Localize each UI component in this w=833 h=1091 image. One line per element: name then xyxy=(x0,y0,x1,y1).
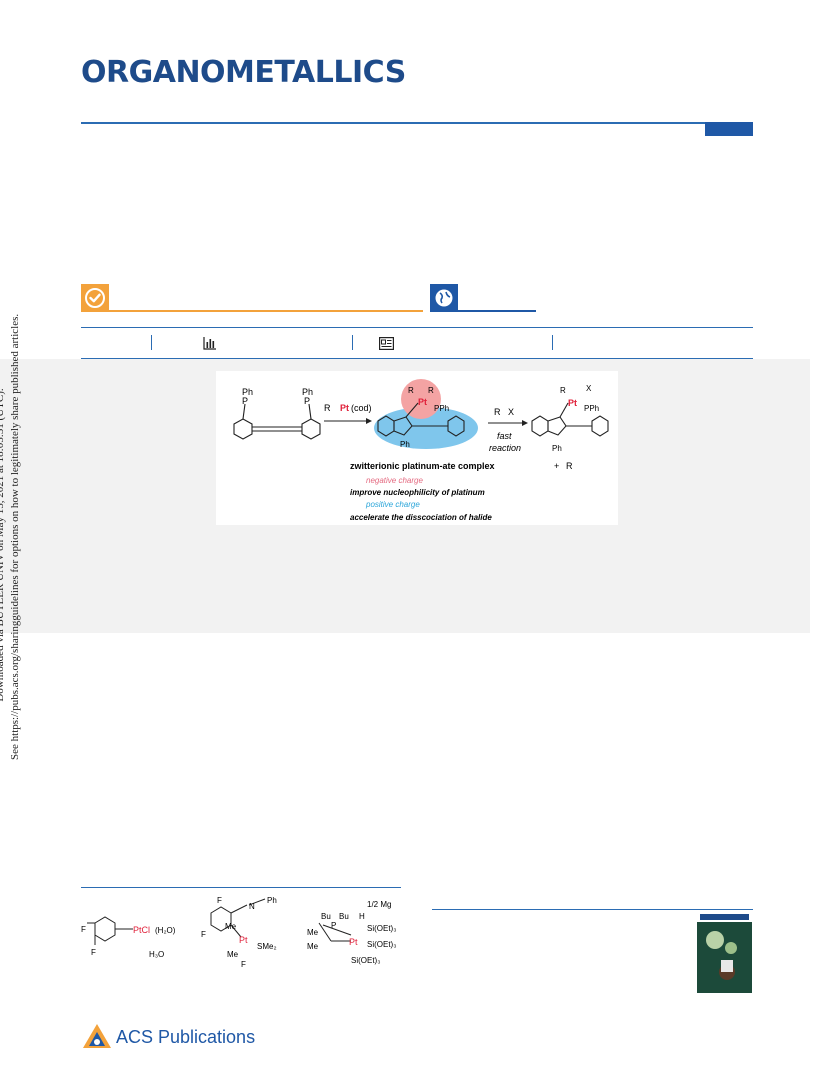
me-label: Me xyxy=(307,928,319,937)
reaction-label: reaction xyxy=(489,443,521,453)
plus-label: + xyxy=(554,461,559,471)
x-label: X xyxy=(586,384,592,393)
p-label: P xyxy=(331,921,336,930)
column-rule xyxy=(432,909,753,910)
reagent-r2: R xyxy=(494,407,501,417)
complex-title: zwitterionic platinum-ate complex xyxy=(350,461,495,471)
toc-graphic: Ph P Ph P R Pt (cod) R R Pt PPh Ph R X f… xyxy=(216,371,618,525)
f-label: F xyxy=(201,930,206,939)
pt-label: Pt xyxy=(239,935,248,945)
ph2-label: Ph xyxy=(400,440,410,449)
check-icon xyxy=(85,288,105,308)
acs-logo-icon xyxy=(81,1022,113,1059)
f-label: F xyxy=(217,896,222,905)
ph2-label: Ph xyxy=(552,444,562,453)
pph2-label: PPh xyxy=(434,404,449,413)
me-label: Me xyxy=(227,950,239,959)
header-rule xyxy=(81,122,705,124)
chemical-structures-figure: F F PtCl (H₂O) H₃O F F N Ph Me Pt SMe₂ M… xyxy=(81,895,401,980)
journal-cover-thumbnail[interactable] xyxy=(697,912,752,993)
publisher-name: ACS Publications xyxy=(116,1027,256,1047)
mg-label: 1/2 Mg xyxy=(367,900,391,909)
open-access-badge[interactable] xyxy=(81,284,109,312)
sioet-label: Si(OEt)₃ xyxy=(351,956,380,965)
reagent-pt: Pt xyxy=(340,403,349,413)
n-label: N xyxy=(249,902,255,911)
reagent-r1: R xyxy=(324,403,331,413)
r1-label: R xyxy=(408,386,414,395)
p-label: P xyxy=(304,396,310,406)
ph2-label: Ph xyxy=(242,387,253,397)
figure-top-rule xyxy=(81,887,401,888)
fast-label: fast xyxy=(497,431,512,441)
pt-label: Pt xyxy=(418,397,427,407)
sme2-label: SMe₂ xyxy=(257,942,277,951)
pt-label: Pt xyxy=(349,937,358,947)
negative-charge: negative charge xyxy=(366,476,423,485)
reagent-x: X xyxy=(508,407,514,417)
metrics-top-rule xyxy=(81,327,753,328)
metrics-separator xyxy=(352,335,353,350)
tbu-label: Bu xyxy=(321,912,331,921)
article-icon[interactable] xyxy=(379,337,395,355)
f-label: F xyxy=(81,925,86,934)
h-label: H xyxy=(359,912,365,921)
metrics-separator xyxy=(552,335,553,350)
ph2-label: Ph xyxy=(302,387,313,397)
ptcl-label: PtCl xyxy=(133,925,150,935)
bar-chart-icon[interactable] xyxy=(203,337,217,355)
globe-badge[interactable] xyxy=(430,284,458,312)
tbu-label: Bu xyxy=(339,912,349,921)
pph2-label: PPh xyxy=(584,404,599,413)
me-label: Me xyxy=(225,922,237,931)
p-label: P xyxy=(242,396,248,406)
journal-logo: ORGANOMETALLICS xyxy=(81,55,406,90)
open-access-underline xyxy=(109,310,423,312)
h2o-label: (H₂O) xyxy=(155,926,176,935)
r1-label: R xyxy=(428,386,434,395)
nucleophilicity-note: improve nucleophilicity of platinum xyxy=(350,488,485,497)
metrics-separator xyxy=(151,335,152,350)
reagent-cod: (cod) xyxy=(351,403,372,413)
header-accent-block xyxy=(705,122,753,136)
f-label: F xyxy=(91,948,96,957)
globe-underline xyxy=(458,310,536,312)
product-r: R xyxy=(566,461,573,471)
r1-label: R xyxy=(560,386,566,395)
f-label: F xyxy=(241,960,246,969)
me-label: Me xyxy=(307,942,319,951)
h3o-label: H₃O xyxy=(149,950,164,959)
metrics-bottom-rule xyxy=(81,358,753,359)
dissociation-note: accelerate the disscociation of halide xyxy=(350,513,492,522)
ph-label: Ph xyxy=(267,896,277,905)
sioet-label: Si(OEt)₃ xyxy=(367,924,396,933)
globe-icon xyxy=(435,289,453,307)
pt-label: Pt xyxy=(568,398,577,408)
sioet-label: Si(OEt)₃ xyxy=(367,940,396,949)
download-notice: Downloaded via BUTLER UNIV on May 15, 20… xyxy=(0,313,21,760)
positive-charge: positive charge xyxy=(365,500,420,509)
